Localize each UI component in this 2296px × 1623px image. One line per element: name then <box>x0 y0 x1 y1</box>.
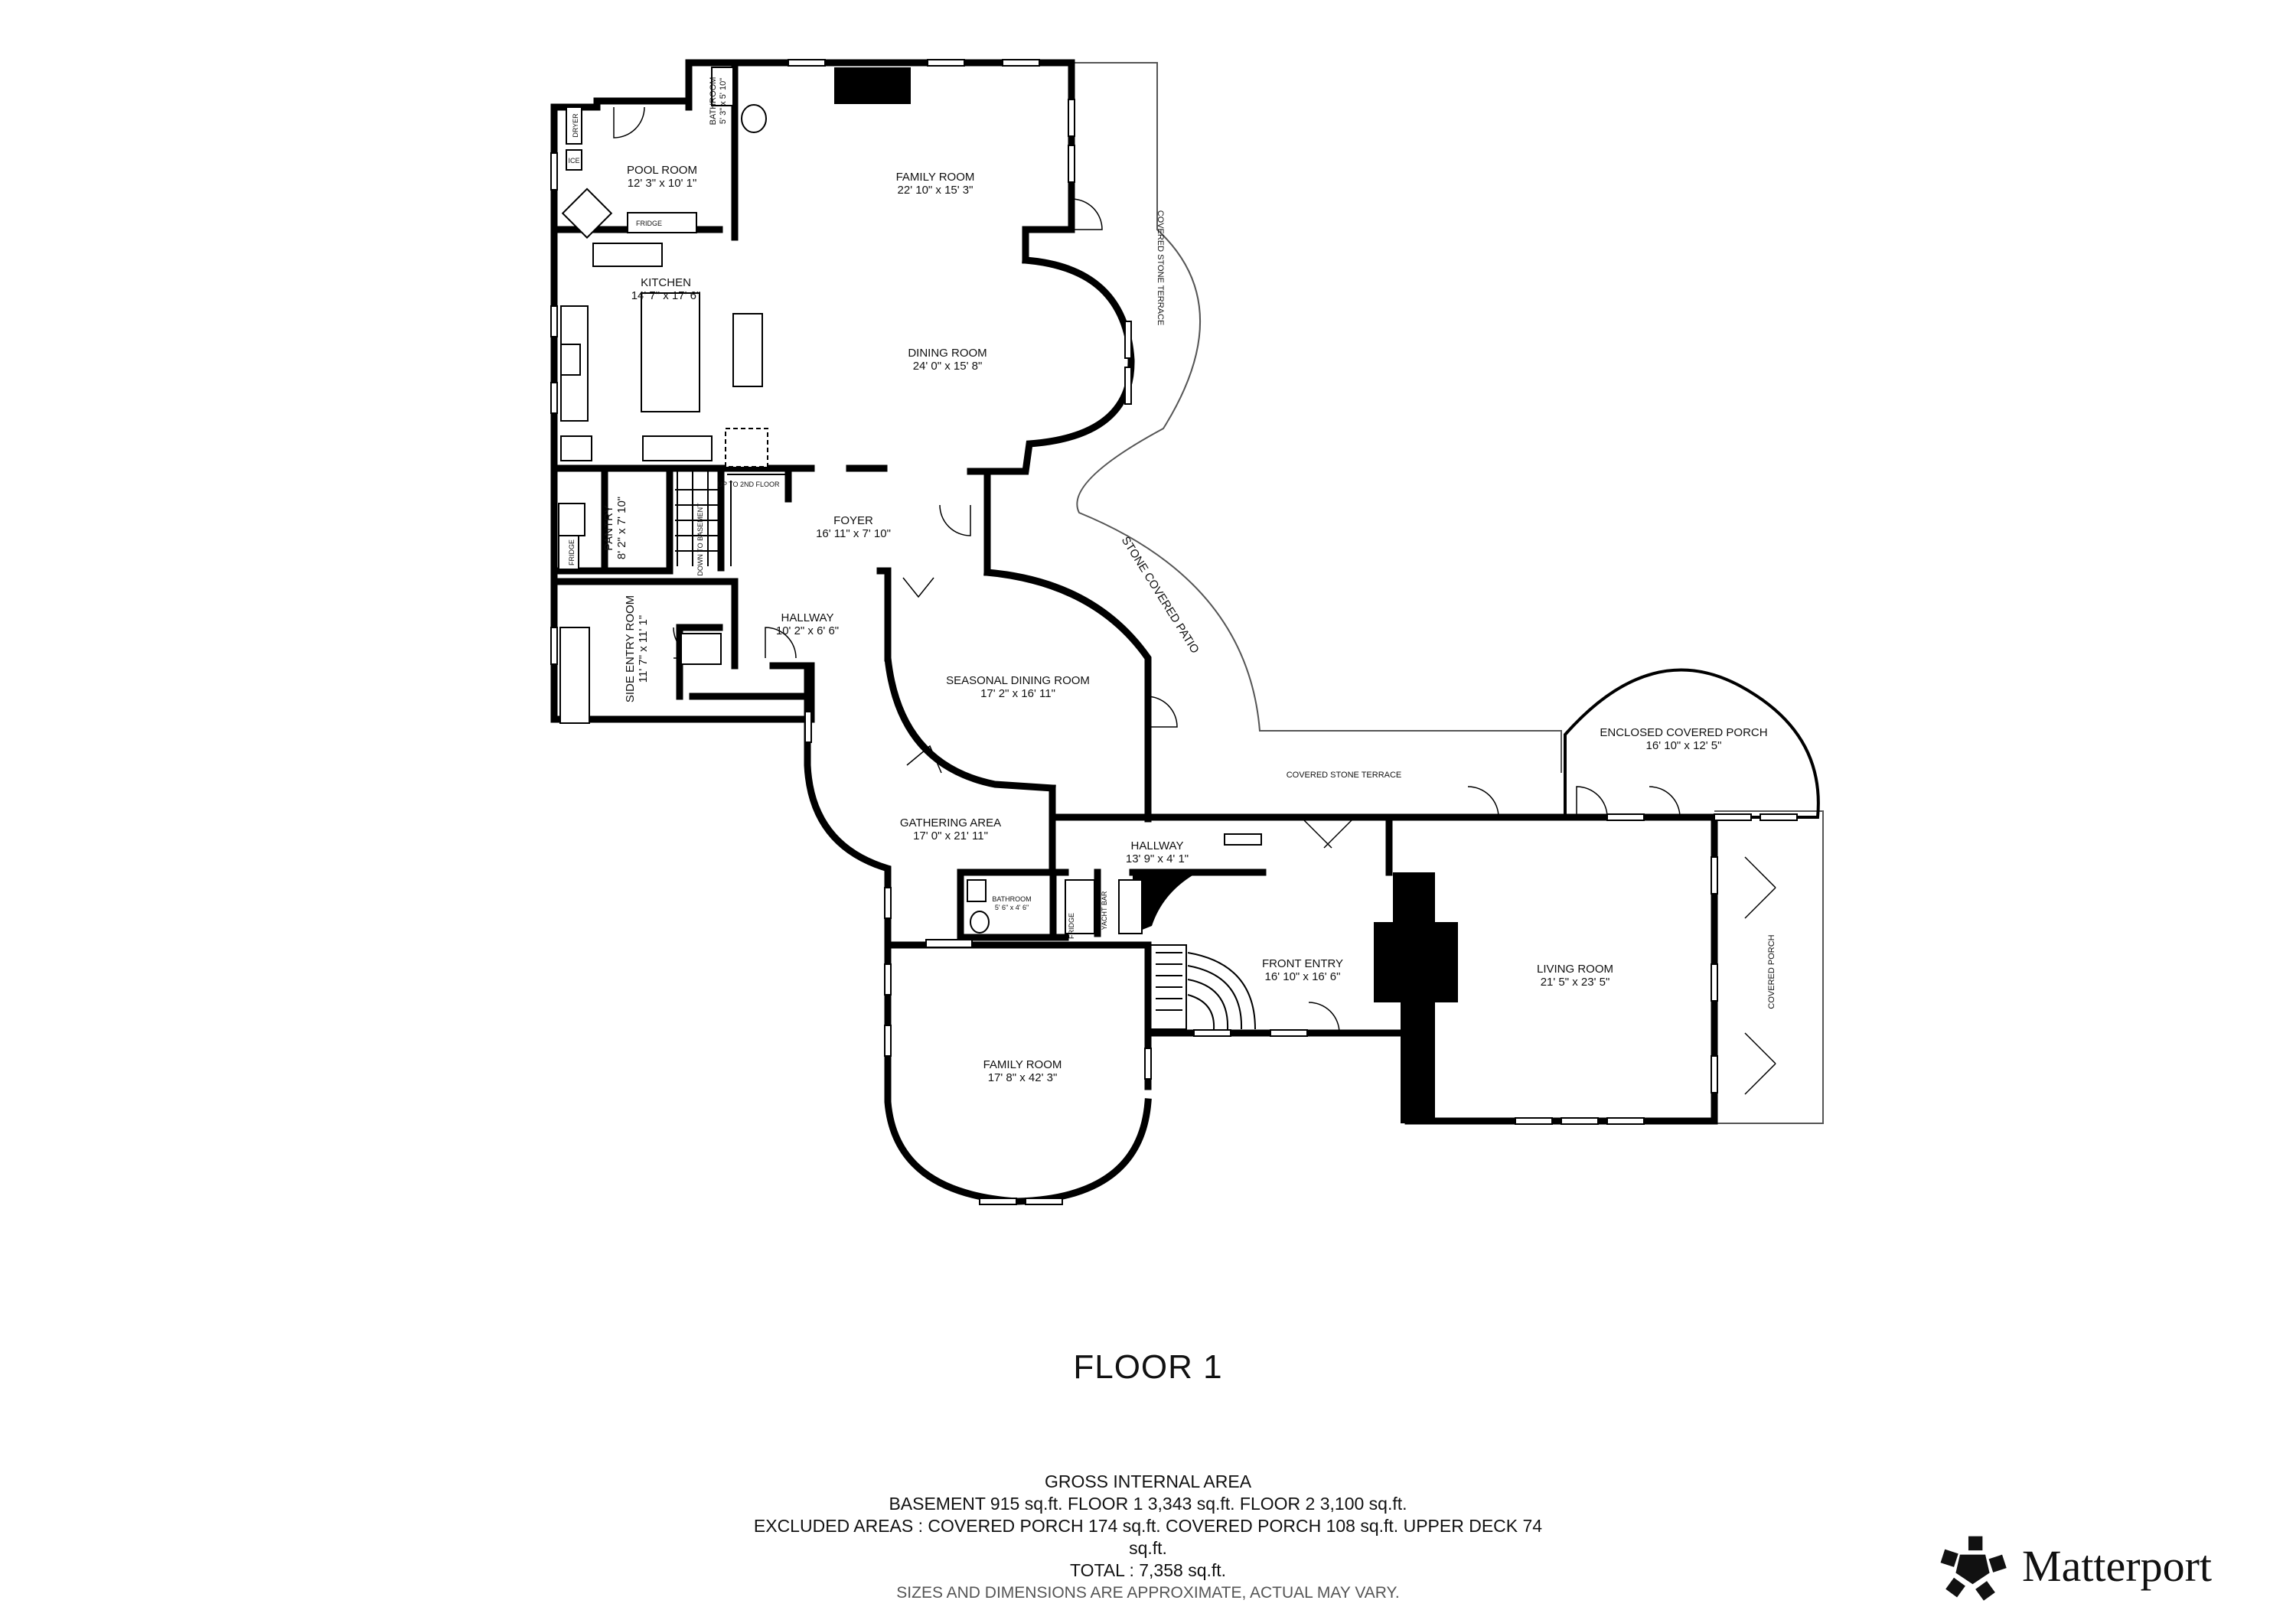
windows <box>550 59 1798 1205</box>
dryer-label: DRYER <box>572 113 579 138</box>
down-to-basement-label: DOWN TO BASEMENT <box>696 503 704 576</box>
kitchen-island <box>641 292 700 412</box>
dining-room-dims: 24' 0" x 15' 8" <box>913 360 983 373</box>
fireplace-top <box>834 67 911 104</box>
side-entry-name: SIDE ENTRY ROOM <box>624 595 637 702</box>
yacht-bar-label: YACHT BAR <box>1101 891 1108 930</box>
matterport-wordmark: Matterport <box>2022 1541 2213 1591</box>
family-room-bottom-dims: 17' 8" x 42' 3" <box>988 1071 1058 1084</box>
pantry-dims: 8' 2" x 7' 10" <box>615 497 628 559</box>
pool-room-name: POOL ROOM <box>627 164 697 177</box>
hallway-1-name: HALLWAY <box>781 611 834 624</box>
covered-porch-label: COVERED PORCH <box>1767 934 1776 1009</box>
area-heading: GROSS INTERNAL AREA <box>1044 1471 1252 1491</box>
solid-elements <box>834 67 1458 1123</box>
area-total: TOTAL : 7,358 sq.ft. <box>1069 1560 1227 1580</box>
matterport-logo-icon <box>1940 1536 2007 1601</box>
hallway-2-dims: 13' 9" x 4' 1" <box>1126 852 1189 865</box>
family-room-top-name: FAMILY ROOM <box>896 171 975 184</box>
living-room-dims: 21' 5" x 23' 5" <box>1541 976 1610 989</box>
gathering-area-dims: 17' 0" x 21' 11" <box>913 829 988 842</box>
gathering-area-name: GATHERING AREA <box>900 816 1001 829</box>
fixture-labels: DRYER ICE FRIDGE FRIDGE FRIDGE UP TO 2ND… <box>568 113 1108 939</box>
fridge-bar-label: FRIDGE <box>1068 913 1075 939</box>
family-room-top-dims: 22' 10" x 15' 3" <box>898 184 974 197</box>
ice-label: ICE <box>568 157 579 165</box>
dining-room-name: DINING ROOM <box>908 347 987 360</box>
hallway-1-dims: 10' 2" x 6' 6" <box>776 624 839 637</box>
doors <box>613 106 1776 1095</box>
family-room-bottom-name: FAMILY ROOM <box>983 1058 1062 1071</box>
fridge-pantry-label: FRIDGE <box>568 539 576 565</box>
foyer-dims: 16' 11" x 7' 10" <box>816 527 891 540</box>
covered-stone-terrace-vertical-label: COVERED STONE TERRACE <box>1156 210 1165 326</box>
side-entry-dims: 11' 7" x 11' 1" <box>637 615 650 683</box>
area-line-3: sq.ft. <box>1129 1538 1167 1558</box>
floor-title: FLOOR 1 <box>1073 1348 1223 1386</box>
outdoor-outlines <box>1056 62 1824 1124</box>
enclosed-porch-name: ENCLOSED COVERED PORCH <box>1600 726 1767 739</box>
kitchen-dims: 14' 7" x 17' 6" <box>631 289 701 302</box>
front-entry-name: FRONT ENTRY <box>1262 957 1343 970</box>
bathroom-small-name: BATHROOM <box>992 895 1031 903</box>
bathroom-top-dims: 5' 3" x 5' 10" <box>719 78 728 124</box>
stair-wall <box>1133 872 1198 934</box>
covered-stone-terrace-label: COVERED STONE TERRACE <box>1287 771 1402 780</box>
area-line-2: EXCLUDED AREAS : COVERED PORCH 174 sq.ft… <box>753 1516 1543 1536</box>
fixtures <box>558 67 1262 1030</box>
foyer-name: FOYER <box>833 514 873 527</box>
up-to-2nd-floor-label: UP TO 2ND FLOOR <box>717 481 780 488</box>
pool-room-dims: 12' 3" x 10' 1" <box>628 177 697 190</box>
front-entry-dims: 16' 10" x 16' 6" <box>1265 970 1341 983</box>
matterport-logo: Matterport <box>1936 1530 2288 1607</box>
disclaimer: SIZES AND DIMENSIONS ARE APPROXIMATE, AC… <box>896 1584 1400 1602</box>
hallway-2-name: HALLWAY <box>1131 839 1184 852</box>
fridge-pool-label: FRIDGE <box>636 220 662 227</box>
seasonal-dining-dims: 17' 2" x 16' 11" <box>980 687 1055 700</box>
floor-plan: POOL ROOM 12' 3" x 10' 1" BATHROOM 5' 3"… <box>550 59 1824 1205</box>
room-labels: POOL ROOM 12' 3" x 10' 1" BATHROOM 5' 3"… <box>602 77 1768 1084</box>
pantry-name: PANTRY <box>602 505 615 550</box>
living-room-name: LIVING ROOM <box>1537 963 1613 976</box>
enclosed-porch-dims: 16' 10" x 12' 5" <box>1646 739 1722 752</box>
outdoor-labels: COVERED STONE TERRACE STONE COVERED PATI… <box>1119 210 1776 1009</box>
kitchen-name: KITCHEN <box>641 276 691 289</box>
bathroom-top-name: BATHROOM <box>709 77 718 125</box>
area-summary: GROSS INTERNAL AREA BASEMENT 915 sq.ft. … <box>673 1471 1623 1604</box>
seasonal-dining-name: SEASONAL DINING ROOM <box>946 674 1090 687</box>
bathroom-small-dims: 5' 6" x 4' 6" <box>995 904 1029 911</box>
fireplace-living <box>1374 872 1458 1123</box>
area-line-1: BASEMENT 915 sq.ft. FLOOR 1 3,343 sq.ft.… <box>889 1494 1407 1514</box>
